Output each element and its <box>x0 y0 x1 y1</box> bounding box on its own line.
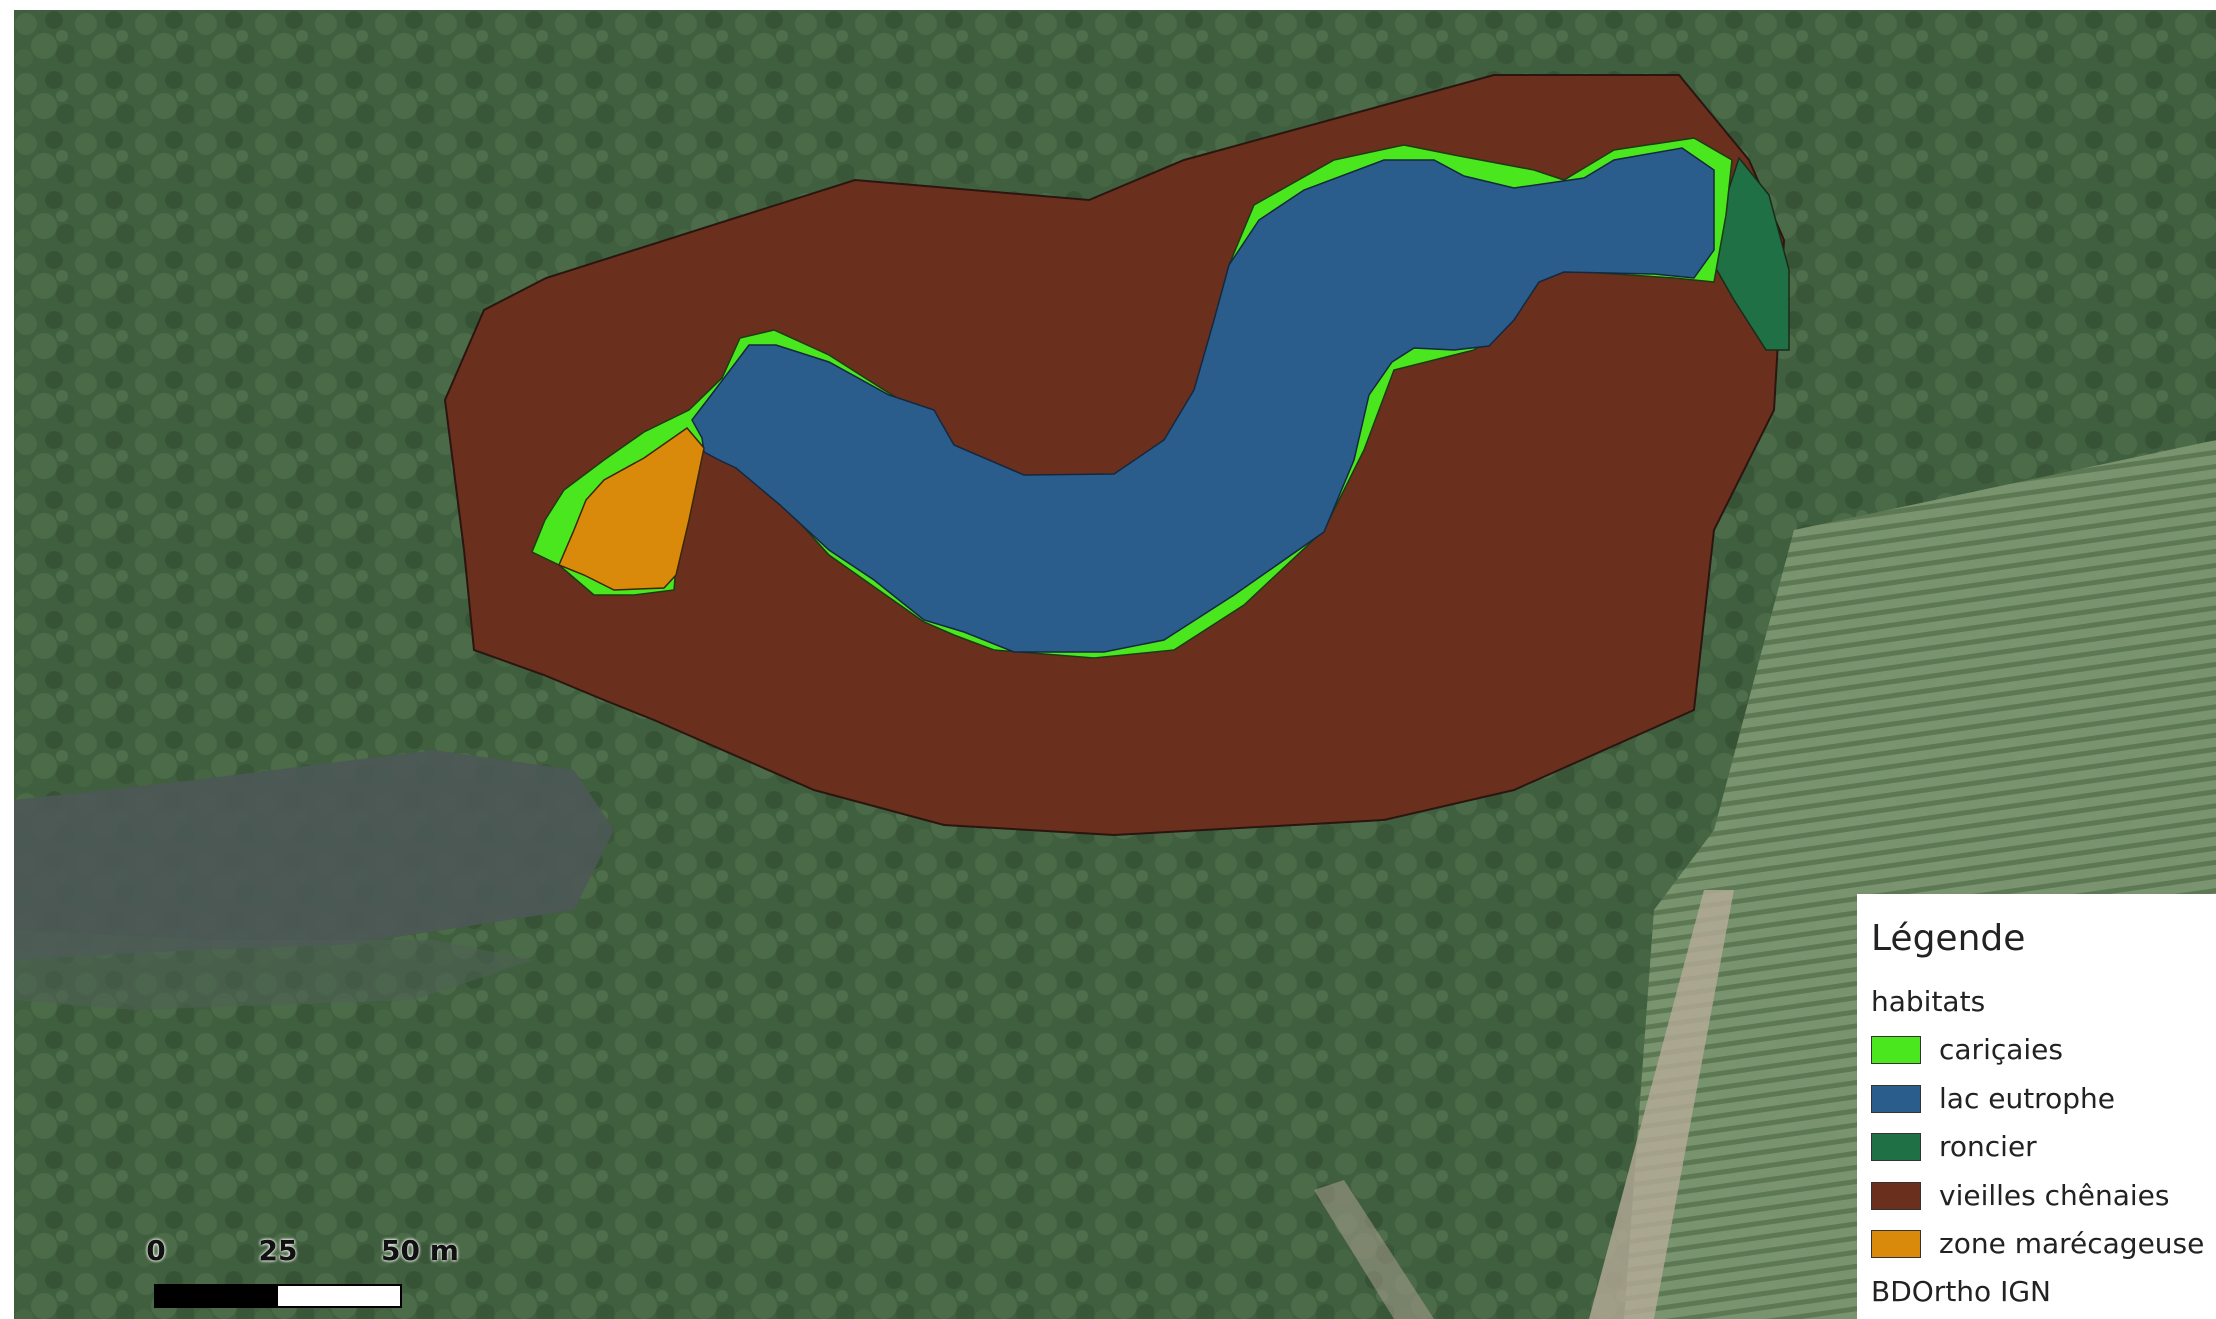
legend-item-roncier: roncier <box>1871 1123 2216 1172</box>
legend-label-caricaies: cariçaies <box>1939 1033 2063 1067</box>
legend-item-zone-marecageuse: zone marécageuse <box>1871 1220 2216 1269</box>
map-canvas[interactable] <box>14 10 2216 1319</box>
legend-swatch-lac-eutrophe <box>1871 1084 1921 1113</box>
legend-source: BDOrtho IGN <box>1871 1274 2051 1308</box>
scale-bar: 0 25 50 m <box>146 1234 459 1314</box>
legend-item-caricaies: cariçaies <box>1871 1026 2216 1075</box>
scale-label-25: 25 <box>258 1234 298 1267</box>
track-branch <box>1314 1180 1434 1319</box>
legend-title: Légende <box>1871 918 2026 959</box>
habitat-lac-eutrophe[interactable] <box>691 147 1715 653</box>
pond <box>14 750 614 960</box>
legend-item-vieilles-chenaies: vieilles chênaies <box>1871 1172 2216 1221</box>
scale-label-50: 50 m <box>381 1234 459 1267</box>
scale-segment-black <box>156 1286 278 1306</box>
scale-bar-graphic <box>154 1284 402 1308</box>
legend-label-lac-eutrophe: lac eutrophe <box>1939 1081 2115 1115</box>
legend-label-roncier: roncier <box>1939 1130 2037 1164</box>
legend-panel: Légende habitats cariçaies lac eutrophe … <box>1857 894 2216 1319</box>
legend-swatch-caricaies <box>1871 1036 1921 1065</box>
scale-label-0: 0 <box>146 1234 166 1267</box>
scale-segment-white <box>278 1286 400 1306</box>
legend-group-title: habitats <box>1871 985 1986 1018</box>
legend-label-vieilles-chenaies: vieilles chênaies <box>1939 1178 2170 1212</box>
legend-swatch-vieilles-chenaies <box>1871 1181 1921 1210</box>
legend-swatch-roncier <box>1871 1133 1921 1162</box>
legend-swatch-zone-marecageuse <box>1871 1230 1921 1259</box>
habitat-zone-marecageuse[interactable] <box>558 426 705 591</box>
legend-label-zone-marecageuse: zone marécageuse <box>1939 1227 2205 1261</box>
map-view[interactable] <box>14 10 2216 1319</box>
track <box>1589 890 1734 1319</box>
legend-item-lac-eutrophe: lac eutrophe <box>1871 1075 2216 1124</box>
pond-edge <box>14 930 534 1010</box>
